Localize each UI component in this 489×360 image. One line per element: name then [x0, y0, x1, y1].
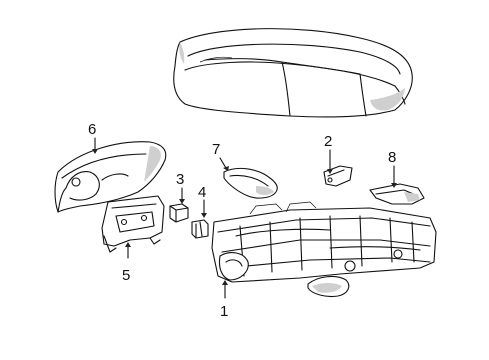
callout-7: 7 — [212, 141, 220, 158]
recliner-bracket — [101, 195, 165, 253]
callout-3: 3 — [176, 171, 184, 188]
callout-6: 6 — [88, 121, 96, 138]
callout-2: 2 — [324, 133, 332, 150]
part-7-cover — [223, 167, 278, 199]
callout-8: 8 — [388, 149, 396, 166]
part-8-cover — [369, 183, 425, 205]
callout-5: 5 — [122, 267, 130, 284]
side-shield — [54, 141, 167, 213]
part-4-clip — [191, 219, 209, 239]
part-3-block — [169, 203, 189, 223]
leader-lines — [92, 137, 397, 299]
seat-cushion — [173, 28, 413, 118]
callout-1: 1 — [220, 303, 228, 320]
callout-4: 4 — [198, 184, 206, 201]
seat-frame — [211, 201, 437, 298]
